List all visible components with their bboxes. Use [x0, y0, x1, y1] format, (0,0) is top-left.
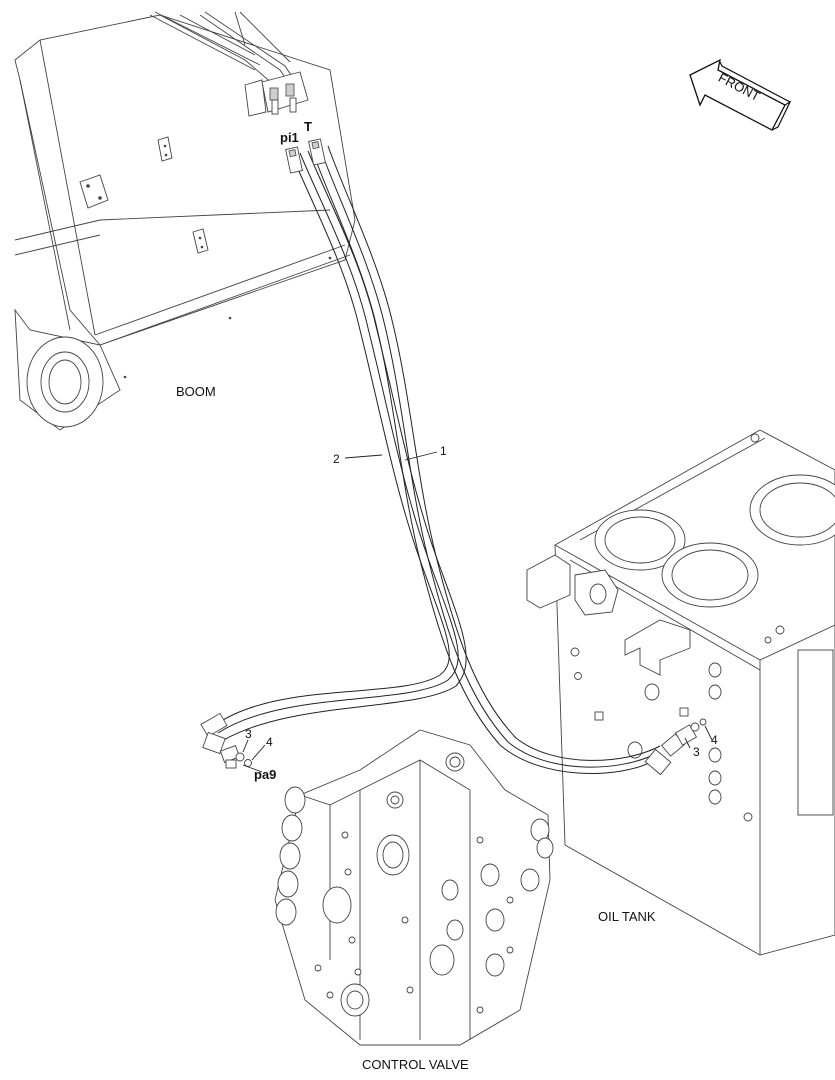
front-arrow-icon: FRONT [689, 58, 792, 131]
port-label-t: T [304, 119, 312, 134]
boom-structure [14, 11, 356, 431]
hose-end-fitting-pi1 [285, 146, 303, 174]
callout-3-left: 3 [245, 727, 252, 741]
port-label-pa9: pa9 [254, 767, 276, 782]
callout-2: 2 [333, 452, 340, 466]
callout-3-right: 3 [693, 745, 700, 759]
adapter-fitting-pa9 [200, 712, 252, 769]
callout-leaders [242, 451, 713, 773]
hose-end-fitting-t [308, 138, 326, 166]
oil-tank [526, 429, 835, 956]
callout-4-right: 4 [711, 733, 718, 747]
callout-4-left: 4 [266, 735, 273, 749]
hose-2 [214, 150, 467, 742]
callout-1: 1 [440, 444, 447, 458]
control-valve [274, 729, 554, 1046]
port-label-pi1: pi1 [280, 130, 299, 145]
oil-tank-label: OIL TANK [598, 909, 656, 924]
boom-label: BOOM [176, 384, 216, 399]
control-valve-label: CONTROL VALVE [362, 1057, 469, 1072]
adapter-fitting-tank [644, 718, 707, 776]
